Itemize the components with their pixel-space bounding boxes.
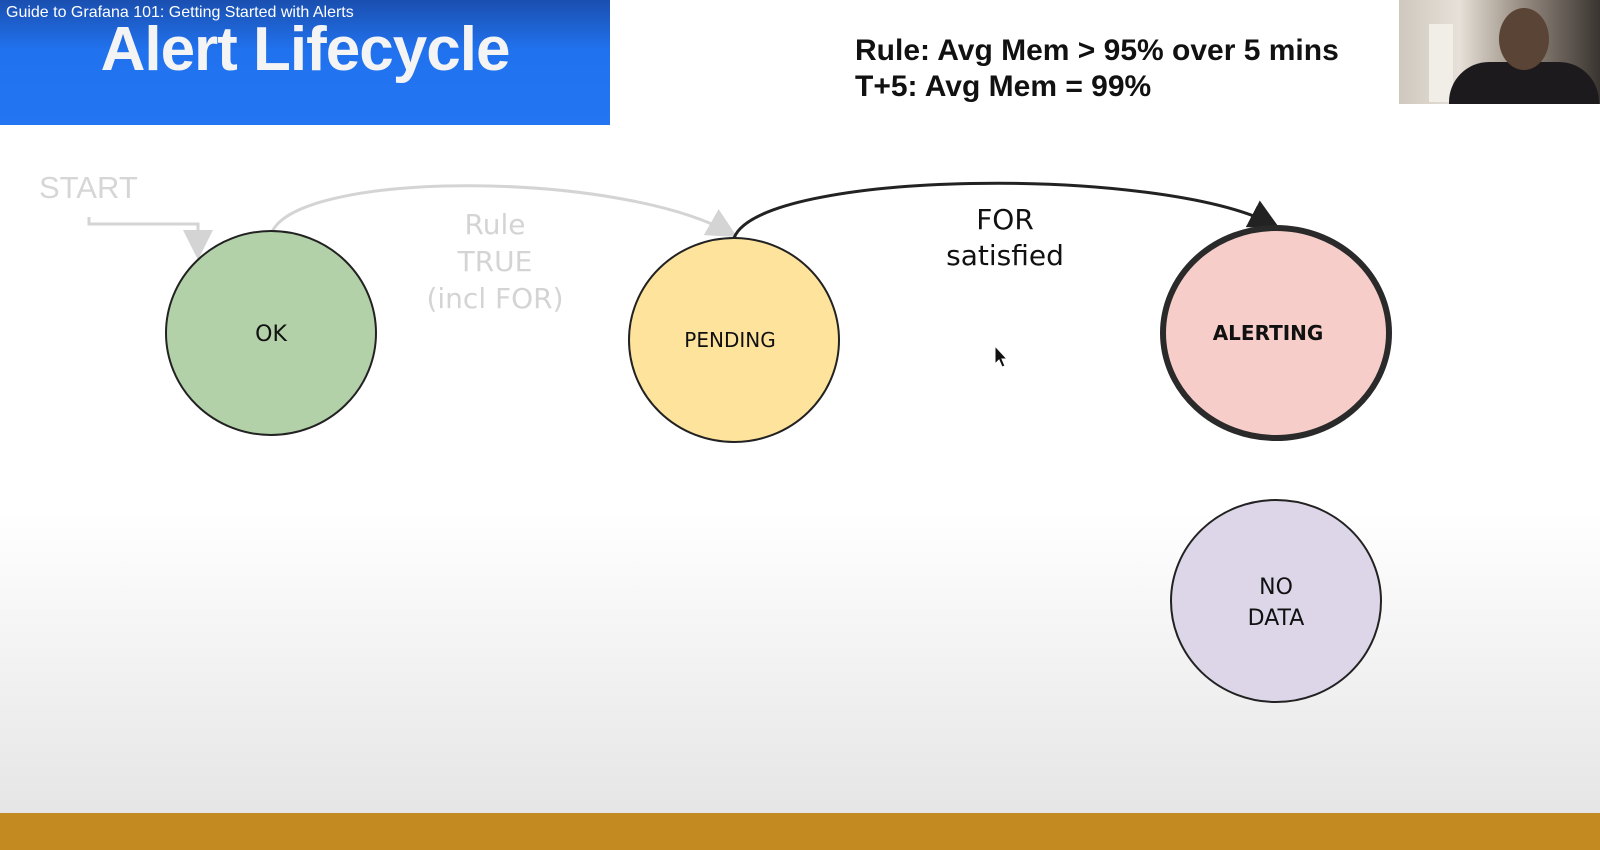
start-arrow [87,217,213,260]
for-label-line1: FOR [976,203,1034,236]
state-pending-label: PENDING [684,328,775,352]
for-satisfied-arrow [732,181,1280,239]
start-label: START [39,170,138,205]
rule-status: T+5: Avg Mem = 99% [855,70,1152,103]
state-pending: PENDING [628,237,840,443]
rule-label-line1: Rule [465,208,526,241]
state-nodata-label-line2: DATA [1248,606,1305,631]
state-ok: OK [165,230,377,436]
presenter-webcam [1399,0,1600,104]
rule-condition: Rule: Avg Mem > 95% over 5 mins [855,34,1339,67]
mouse-cursor-icon [994,344,1009,368]
state-ok-label: OK [255,322,287,347]
for-label-line2: satisfied [946,239,1064,272]
state-nodata-label-line1: NO [1259,575,1293,600]
state-alerting: ALERTING [1160,225,1392,441]
rule-true-arrow [270,184,738,237]
rule-label-line2: TRUE [457,245,533,278]
slide-title: Alert Lifecycle [100,15,511,84]
rule-label-line3: (incl FOR) [426,282,563,315]
state-alerting-label: ALERTING [1213,321,1324,345]
footer-bar [0,813,1600,850]
slide-title-panel: Alert Lifecycle Guide to Grafana 101: Ge… [0,0,610,125]
video-title[interactable]: Guide to Grafana 101: Getting Started wi… [6,4,354,21]
state-no-data: NO DATA [1170,499,1382,703]
